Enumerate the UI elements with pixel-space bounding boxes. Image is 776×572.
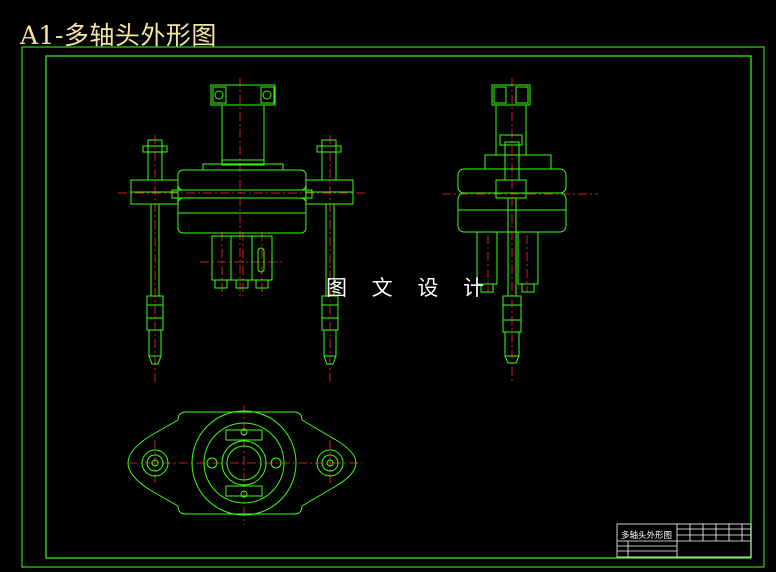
title-block-drawing-name: 多轴头外形图 <box>621 531 673 541</box>
title-block <box>616 523 752 558</box>
drawing-border <box>45 55 752 559</box>
sheet-title: A1-多轴头外形图 <box>20 21 217 50</box>
outer-frame <box>21 46 765 568</box>
top-view-centerlines <box>128 405 362 525</box>
front-view-centerlines <box>118 78 365 382</box>
top-view <box>127 405 362 525</box>
side-view <box>442 78 598 382</box>
front-view <box>118 78 365 382</box>
side-view-centerlines <box>442 78 598 382</box>
watermark-text: 图 文 设 计 <box>326 276 494 300</box>
